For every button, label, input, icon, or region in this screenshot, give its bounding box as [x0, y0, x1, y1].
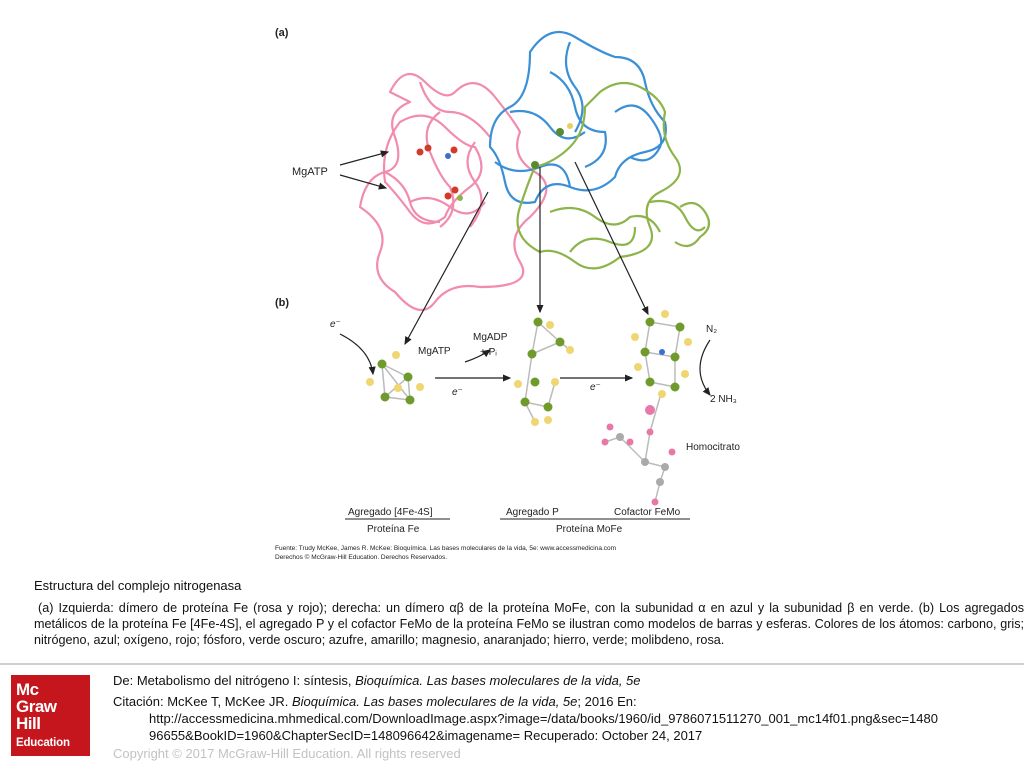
homocitrato-label: Homocitrato [686, 442, 740, 453]
divider [0, 663, 1024, 665]
label-p-cluster: Agregado P [506, 507, 559, 518]
mgadp-label: MgADP [473, 332, 508, 343]
source-line: De: Metabolismo del nitrógeno I: síntesi… [113, 672, 1018, 689]
mgatp-spheres [416, 123, 573, 201]
copyright: Copyright © 2017 McGraw-Hill Education. … [113, 746, 461, 761]
mgatp-label-a: MgATP [292, 166, 328, 178]
caption-body: (a) Izquierda: dímero de proteína Fe (ro… [34, 601, 1024, 647]
electron-label-1: e⁻ [330, 319, 341, 330]
nitrogenase-figure: (a) MgATP (b) e⁻ [270, 22, 748, 562]
citation-line: Citación: McKee T, McKee JR. Bioquímica.… [113, 693, 1018, 710]
n2-label: N₂ [706, 324, 717, 335]
electron-label-3: e⁻ [590, 382, 601, 393]
logo-line-3: Hill [16, 714, 41, 733]
logo-line-4: Education [16, 737, 70, 749]
mgatp-label-b: MgATP [418, 346, 451, 357]
citation-book: Bioquímica. Las bases moleculares de la … [291, 694, 578, 709]
citation-url[interactable]: http://accessmedicina.mhmedical.com/Down… [149, 711, 938, 743]
fe-protein-dimer [358, 72, 548, 312]
nh3-label: 2 NH₃ [710, 394, 737, 405]
citation-prefix: Citación: McKee T, McKee JR. [113, 694, 292, 709]
label-protein-mofe: Proteína MoFe [556, 524, 623, 535]
label-femo: Cofactor FeMo [614, 507, 681, 518]
citation-suffix: ; 2016 En: [577, 694, 637, 709]
cluster-p [514, 317, 574, 426]
logo-line-2: Graw [16, 697, 57, 716]
figure-source: Fuente: Trudy McKee, James R. McKee: Bio… [275, 545, 616, 552]
figure-rights: Derechos © McGraw-Hill Education. Derech… [275, 553, 447, 561]
panel-a-label: (a) [275, 27, 289, 39]
pi-label: + Pᵢ [480, 347, 497, 358]
electron-label-2: e⁻ [452, 387, 463, 398]
cluster-femo [601, 310, 692, 506]
logo-line-1: Mc [16, 680, 39, 699]
panel-b-label: (b) [275, 297, 289, 309]
source-prefix: De: [113, 673, 137, 688]
cluster-4fe4s [366, 351, 424, 405]
source-book: Bioquímica. Las bases moleculares de la … [355, 673, 641, 688]
mcgraw-hill-logo: Mc Graw Hill Education [11, 675, 90, 756]
label-4fe4s: Agregado [4Fe-4S] [348, 507, 433, 518]
label-protein-fe: Proteína Fe [367, 524, 420, 535]
caption-title: Estructura del complejo nitrogenasa [34, 578, 242, 593]
source-chapter: Metabolismo del nitrógeno I: síntesis, [136, 673, 356, 688]
source-block: De: Metabolismo del nitrógeno I: síntesi… [113, 672, 1018, 744]
